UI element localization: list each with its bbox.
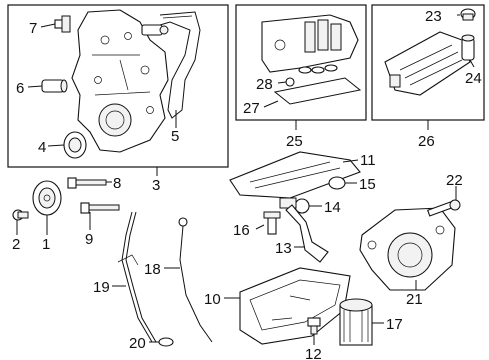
left-valve-cover-part bbox=[261, 14, 359, 73]
callout-7: 7 bbox=[29, 20, 37, 37]
timing-cover-part bbox=[71, 9, 169, 153]
seal-4-part bbox=[63, 131, 87, 159]
crank-pulley-1-part bbox=[32, 180, 62, 216]
spark-seals-part bbox=[298, 64, 338, 74]
bolt-22-part bbox=[426, 199, 461, 217]
dipstick-tube-19-part bbox=[117, 211, 157, 343]
callout-14: 14 bbox=[324, 199, 341, 216]
callout-28: 28 bbox=[256, 76, 273, 93]
callout-19: 19 bbox=[93, 279, 110, 296]
callout-12: 12 bbox=[305, 346, 322, 360]
right-valve-cover-part bbox=[384, 31, 471, 96]
callout-3: 3 bbox=[152, 177, 160, 194]
breather-24-part bbox=[461, 34, 475, 61]
callout-18: 18 bbox=[144, 261, 161, 278]
oil-pickup-13-part bbox=[285, 204, 329, 263]
callout-26: 26 bbox=[418, 133, 435, 150]
callout-23: 23 bbox=[425, 8, 442, 25]
oil-pump-21-part bbox=[359, 207, 456, 291]
callout-labels: 1 2 3 4 5 6 7 8 9 10 11 12 13 14 15 16 1… bbox=[12, 8, 482, 360]
gasket-5-part bbox=[159, 11, 201, 119]
callout-17: 17 bbox=[386, 316, 403, 333]
callout-8: 8 bbox=[113, 175, 121, 192]
bolt-2-part bbox=[12, 209, 29, 221]
callout-6: 6 bbox=[16, 80, 24, 97]
windage-tray-11-part bbox=[229, 151, 361, 199]
oil-pan-10-part bbox=[239, 267, 351, 345]
callout-11: 11 bbox=[360, 152, 376, 169]
leader-lines bbox=[16, 14, 475, 345]
oring-20-part bbox=[158, 337, 174, 347]
callout-22: 22 bbox=[446, 172, 463, 189]
bolt-9-part bbox=[80, 202, 120, 214]
cap-23-part bbox=[460, 8, 476, 21]
callout-21: 21 bbox=[406, 291, 423, 308]
grommet-28-part bbox=[285, 77, 295, 87]
sensor-part bbox=[141, 24, 169, 36]
callout-5: 5 bbox=[171, 128, 179, 145]
dowel-6-part bbox=[41, 79, 68, 93]
callout-1: 1 bbox=[42, 236, 50, 253]
bolt-7-part bbox=[54, 15, 71, 33]
bolt-8-part bbox=[67, 177, 107, 189]
callout-20: 20 bbox=[129, 335, 146, 352]
callout-4: 4 bbox=[38, 139, 46, 156]
callout-10: 10 bbox=[204, 291, 221, 308]
bolt-16-part bbox=[263, 211, 281, 235]
valve-cover-gasket-27-part bbox=[273, 77, 362, 105]
callout-24: 24 bbox=[465, 70, 482, 87]
callout-13: 13 bbox=[275, 240, 292, 257]
callout-25: 25 bbox=[286, 133, 303, 150]
callout-2: 2 bbox=[12, 236, 20, 253]
oil-filter-17-part bbox=[339, 298, 373, 346]
timing-cover-group-box bbox=[7, 4, 229, 168]
oring-15-part bbox=[328, 176, 346, 190]
dipstick-18-part bbox=[178, 217, 213, 343]
callout-9: 9 bbox=[85, 231, 93, 248]
left-valve-cover-group-box bbox=[235, 4, 367, 121]
callout-27: 27 bbox=[243, 100, 260, 117]
callout-15: 15 bbox=[359, 176, 376, 193]
callout-16: 16 bbox=[233, 222, 250, 239]
